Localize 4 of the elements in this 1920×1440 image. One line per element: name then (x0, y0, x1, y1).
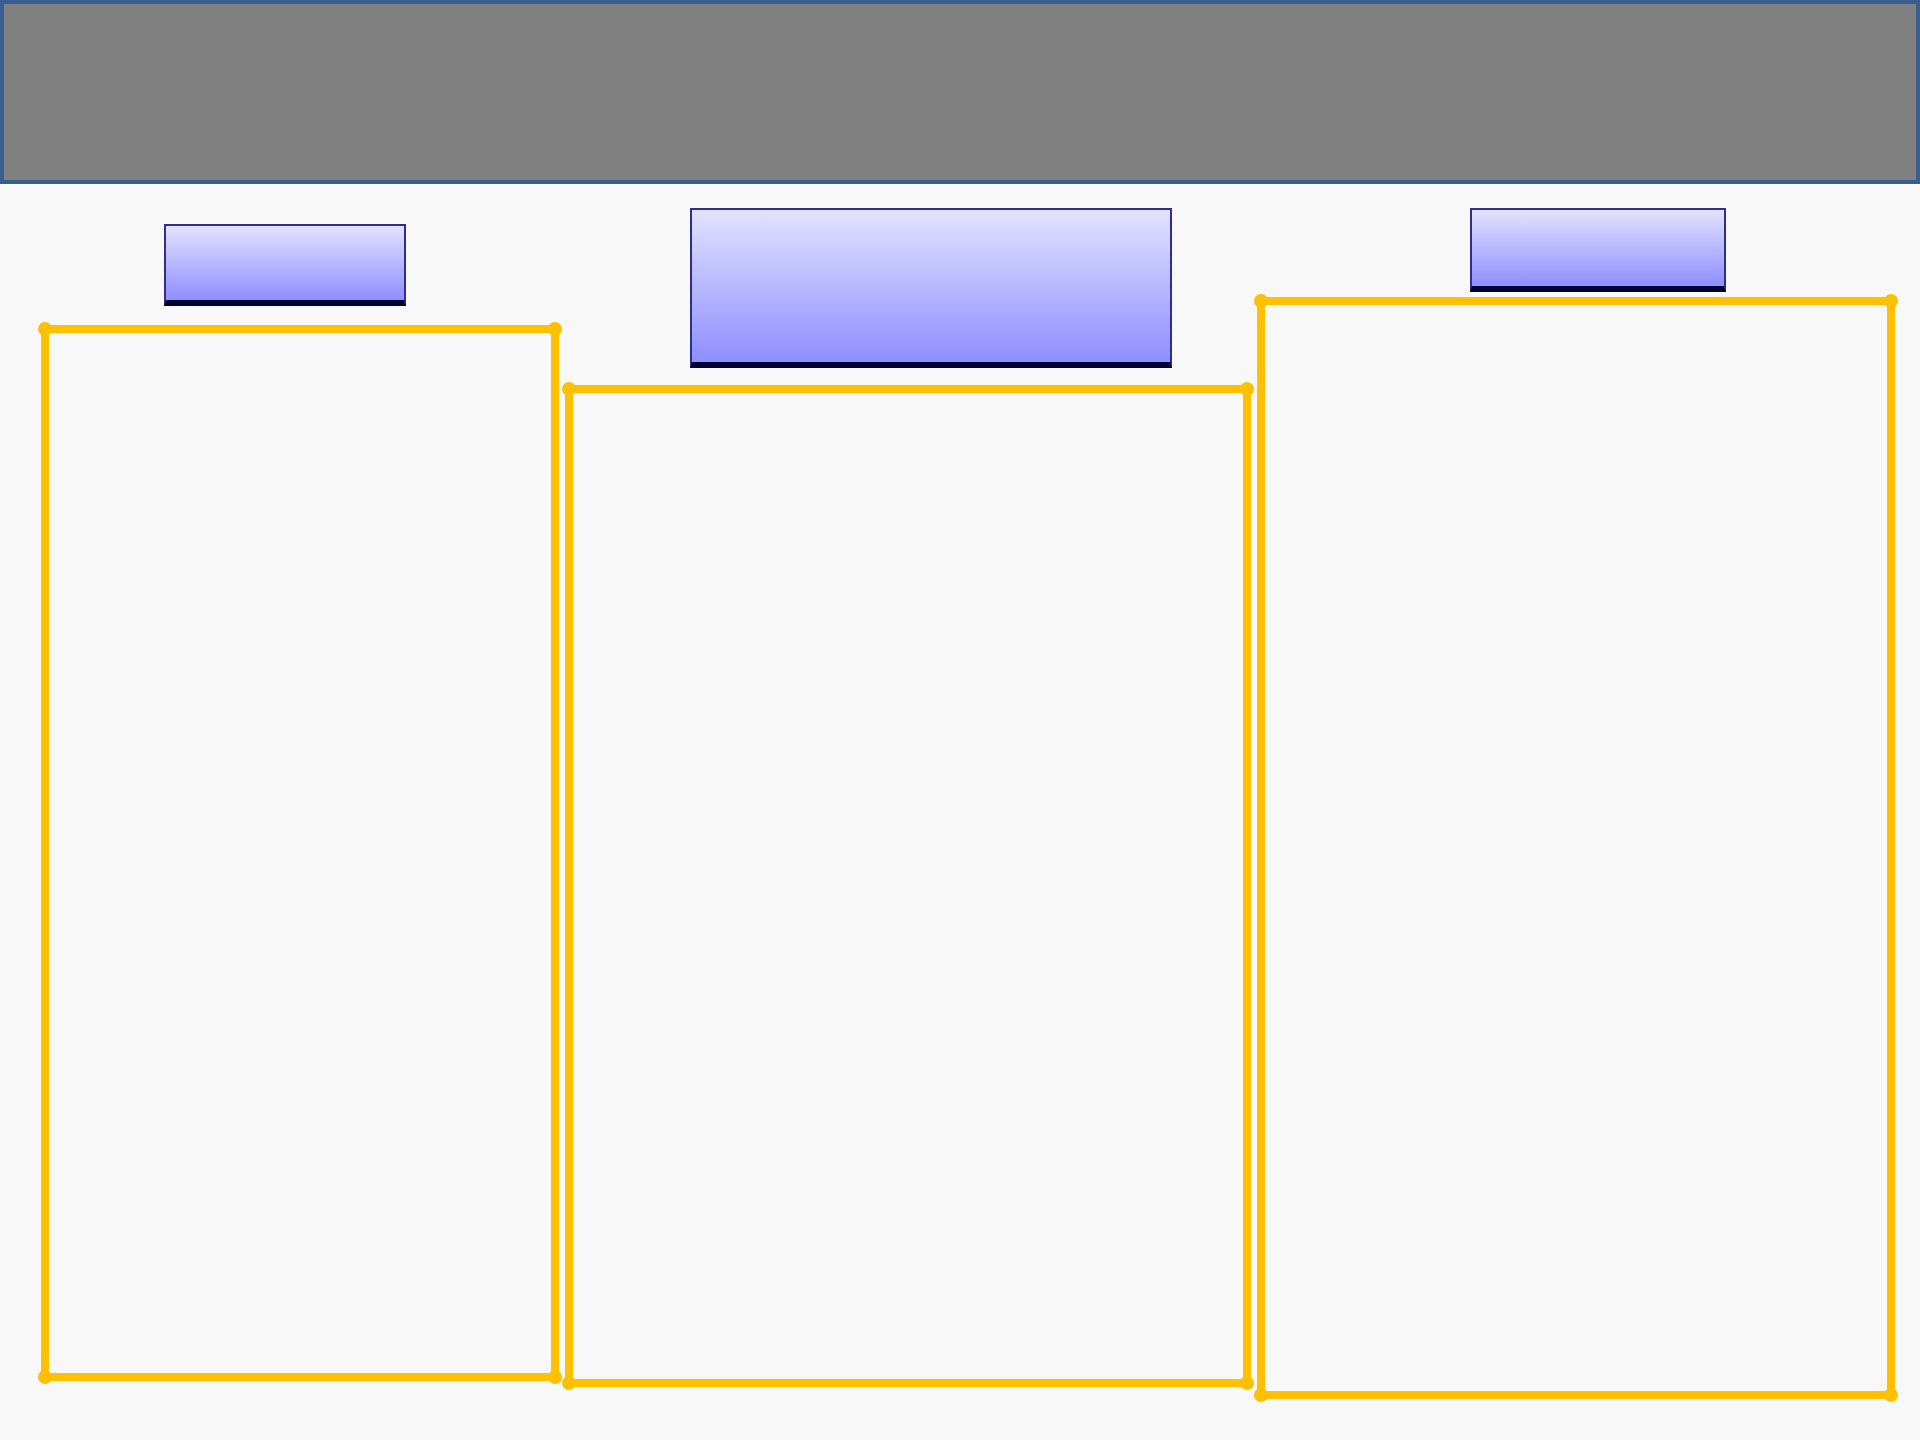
heading-tab (690, 208, 1172, 368)
heading-tab (164, 224, 406, 306)
heading-tab (1470, 208, 1726, 292)
header-banner (0, 0, 1920, 184)
